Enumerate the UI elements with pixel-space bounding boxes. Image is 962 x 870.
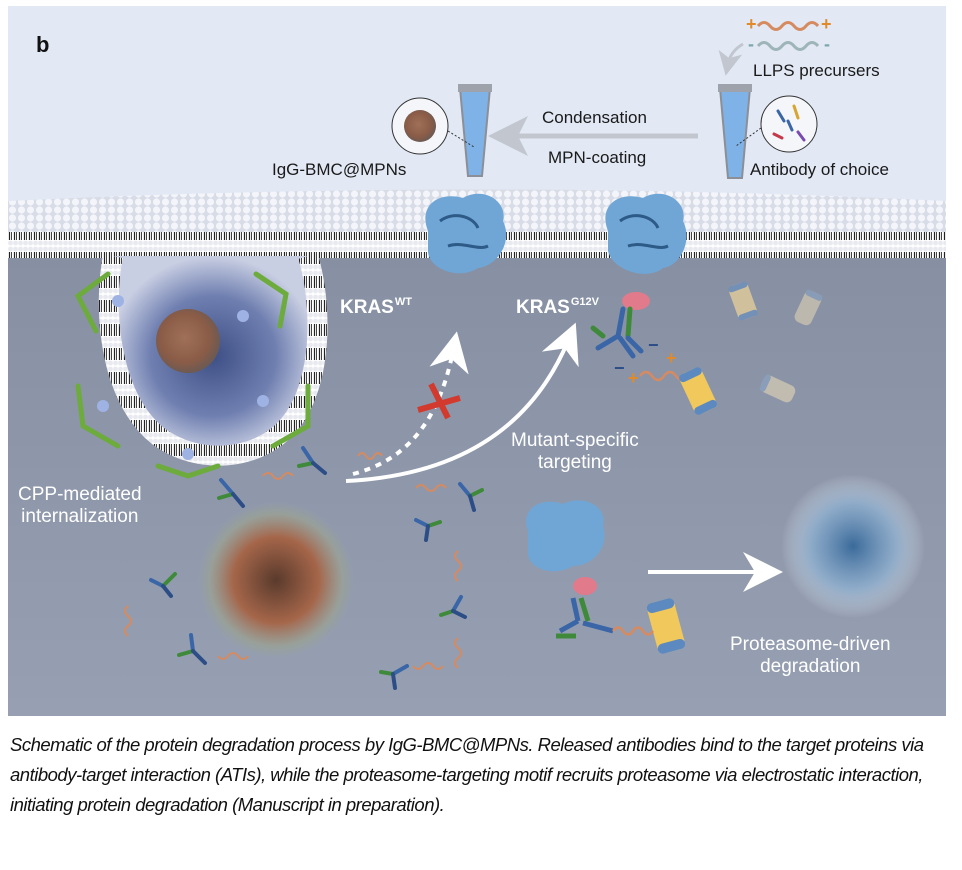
condensate-tube	[458, 84, 492, 177]
kras-g12v-base: KRAS	[516, 297, 570, 318]
svg-text:+: +	[666, 348, 677, 368]
antibody-tube	[718, 84, 752, 179]
internalization-line1: CPP-mediated	[18, 484, 142, 505]
targeting-label: Mutant-specific targeting	[511, 430, 639, 474]
condensate-inset	[391, 97, 475, 155]
degraded-protein-debris	[781, 474, 925, 618]
blocked-arrow	[352, 331, 469, 476]
degradation-label: Proteasome-driven degradation	[730, 634, 891, 678]
kras-wt-protein	[425, 193, 507, 274]
endocytic-vesicle	[74, 253, 328, 479]
antibody-bound-kras	[590, 306, 644, 359]
internalization-line2: internalization	[21, 506, 139, 527]
svg-text:−: −	[614, 358, 625, 378]
condensation-label: Condensation	[542, 108, 647, 127]
kras-g12v-protein	[605, 193, 687, 310]
product-label: IgG-BMC@MPNs	[272, 160, 407, 179]
degradation-line2: degradation	[760, 656, 861, 677]
precursor-minus-left: -	[748, 34, 754, 54]
kras-wt-label: KRASWT	[340, 296, 412, 319]
degradation-complex	[526, 500, 655, 639]
svg-text:+: +	[628, 368, 639, 388]
free-peptides	[124, 452, 462, 670]
kras-wt-base: KRAS	[340, 297, 394, 318]
kras-g12v-superscript: G12V	[570, 296, 599, 308]
schematic-illustration: − − + +	[8, 6, 946, 716]
kras-g12v-label: KRASG12V	[516, 296, 599, 319]
free-antibodies	[149, 446, 484, 690]
igg-bmc-nanoparticle-cluster	[198, 502, 354, 658]
svg-text:−: −	[648, 335, 659, 355]
panel-letter: b	[36, 32, 50, 57]
degradation-line1: Proteasome-driven	[730, 634, 891, 655]
clathrin-coat	[74, 271, 311, 479]
adaptor-proteins	[97, 295, 269, 460]
targeting-arrow	[345, 322, 579, 483]
internalization-label: CPP-mediated internalization	[18, 484, 142, 528]
precursor-plus-left: +	[746, 14, 757, 34]
nanoparticle-in-vesicle	[156, 309, 220, 373]
schematic-figure: − − + +	[8, 6, 946, 716]
precursor-plus-right: +	[821, 14, 832, 34]
targeting-line2: targeting	[537, 452, 612, 473]
kras-wt-superscript: WT	[394, 296, 412, 308]
mpn-coating-label: MPN-coating	[548, 148, 647, 167]
llps-precursors-label: LLPS precursers	[753, 61, 880, 80]
antibody-inset	[735, 95, 818, 153]
charge-markers: − − + +	[614, 335, 677, 388]
targeting-line1: Mutant-specific	[511, 430, 639, 451]
antibody-of-choice-label: Antibody of choice	[750, 160, 889, 179]
figure-caption: Schematic of the protein degradation pro…	[10, 734, 924, 815]
precursor-arrow	[718, 42, 744, 76]
llps-precursor-strands	[756, 21, 820, 51]
inhibition-x-icon	[417, 382, 461, 420]
precursor-minus-right: -	[824, 34, 830, 54]
proteasome-barrels	[646, 281, 823, 654]
